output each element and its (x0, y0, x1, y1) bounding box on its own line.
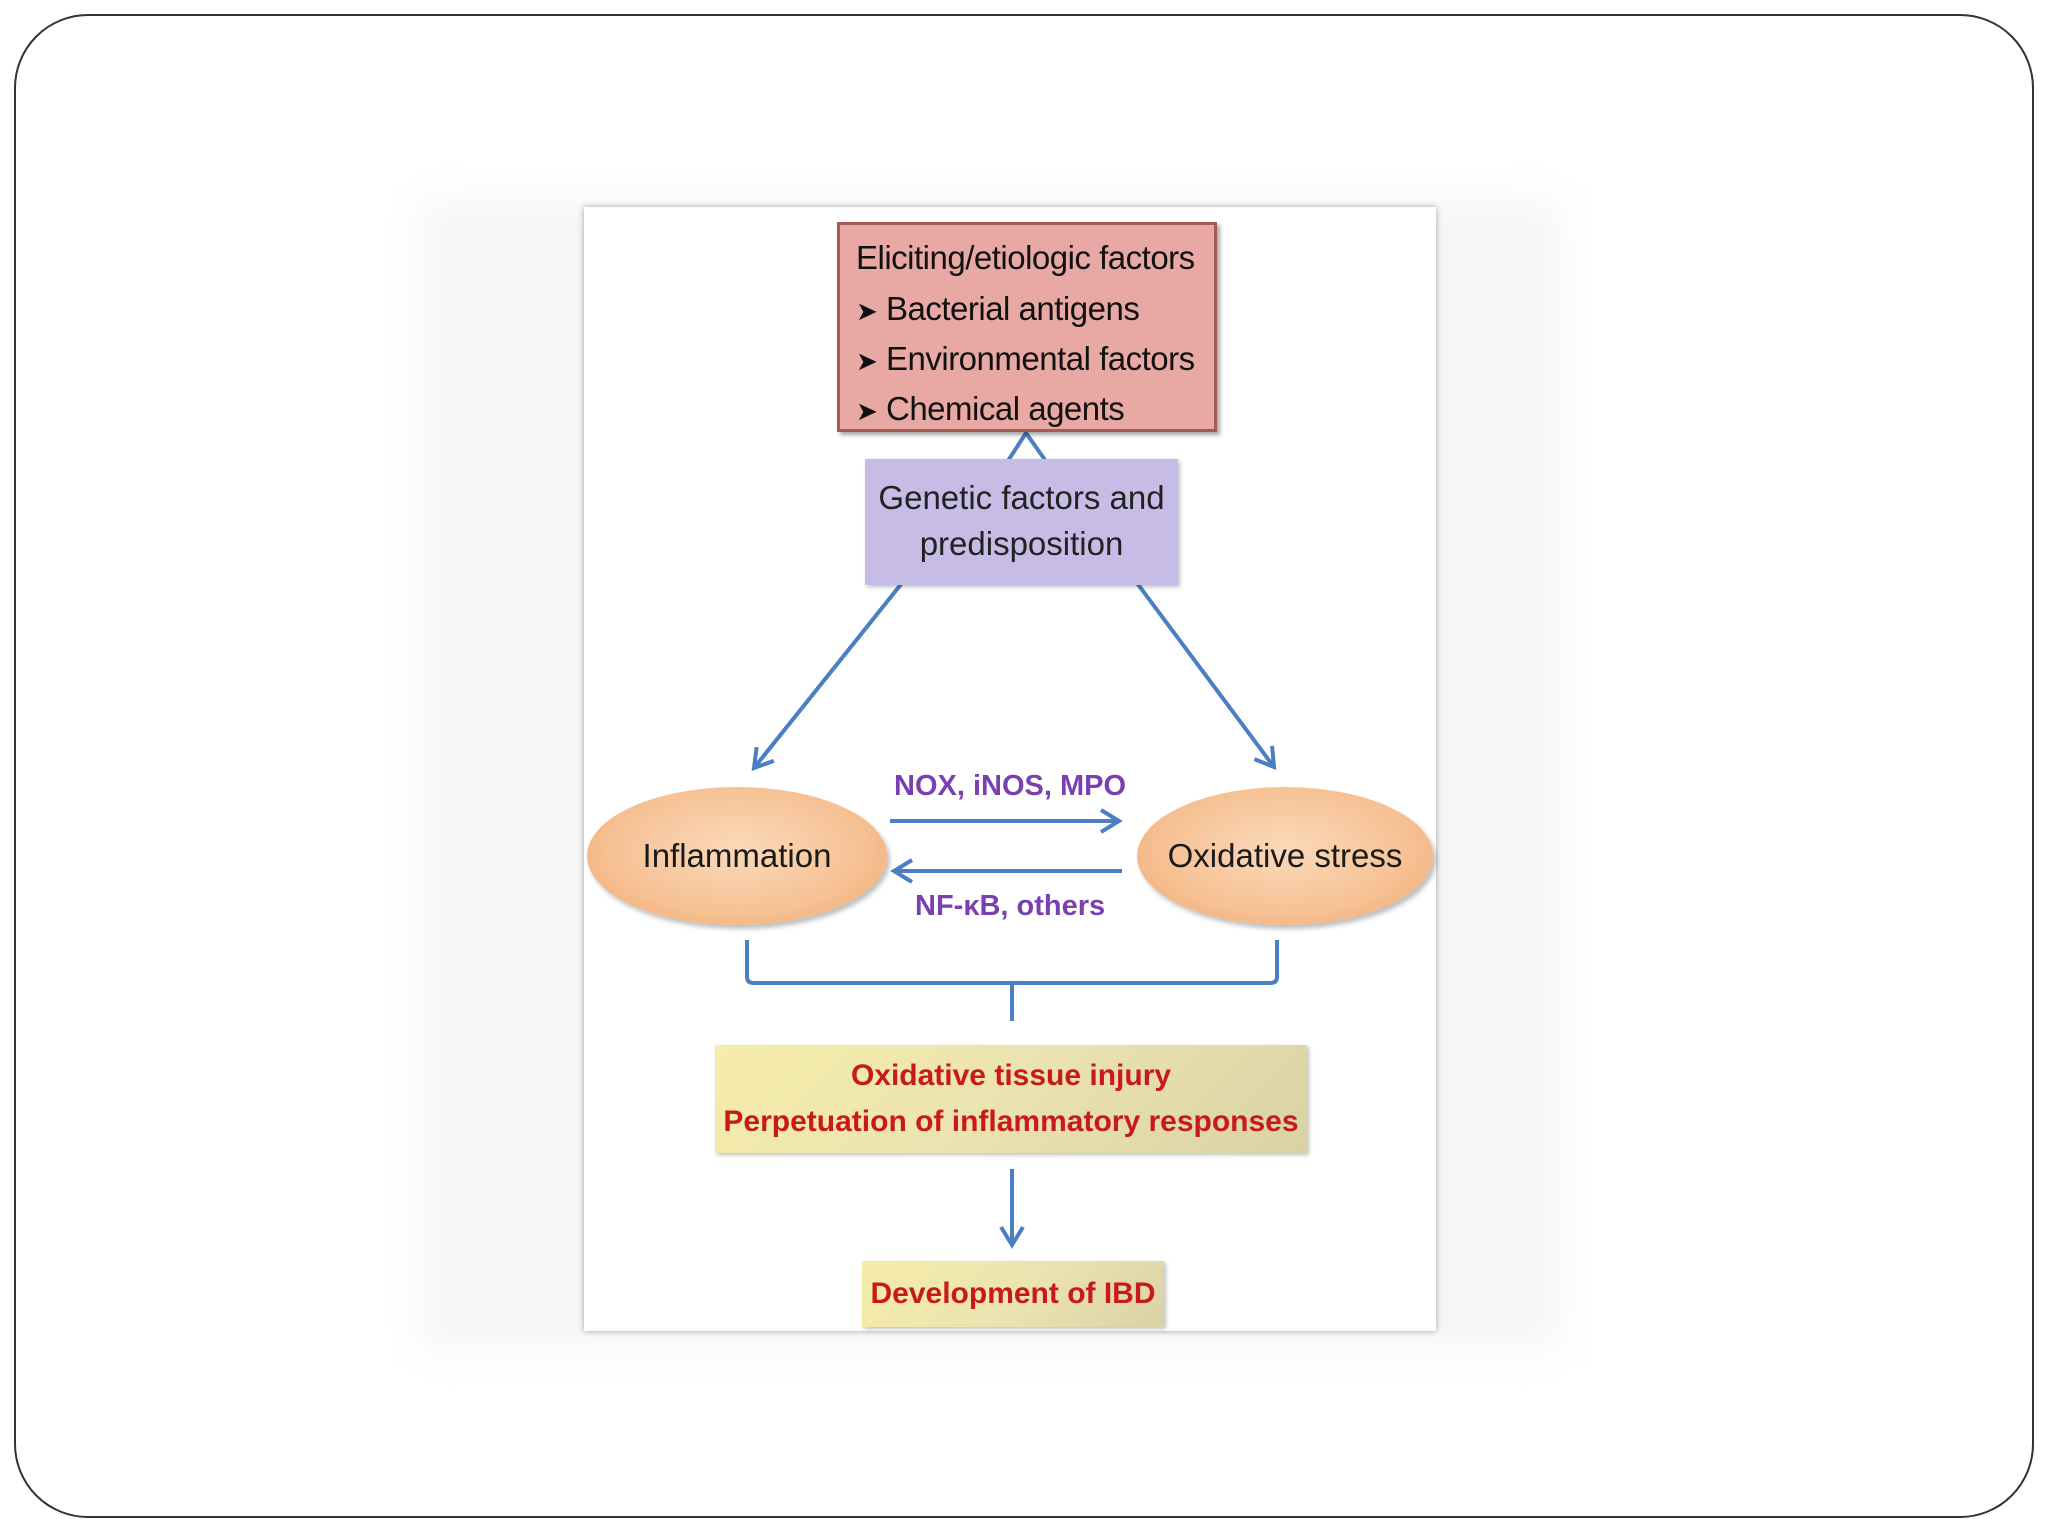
forward-mediator-label: NOX, iNOS, MPO (894, 770, 1127, 802)
genetic-to-inflammation-arrow (751, 581, 904, 771)
merge-bracket (745, 940, 1279, 985)
outcome-box: Oxidative tissue injury Perpetuation of … (715, 1045, 1307, 1153)
arrow-bullet-icon: ➤ (856, 346, 878, 376)
oxidative-stress-node: Oxidative stress (1137, 787, 1433, 925)
factor-item-label: Environmental factors (886, 340, 1195, 377)
genetic-factors-line1: Genetic factors and (878, 479, 1165, 516)
factor-item: ➤ Environmental factors (856, 340, 1214, 378)
factor-item: ➤ Bacterial antigens (856, 290, 1214, 328)
genetic-factors-line2: predisposition (919, 525, 1124, 562)
factor-item: ➤ Chemical agents (856, 390, 1214, 428)
genetic-factors-box: Genetic factors and predisposition (865, 459, 1178, 585)
arrow-bullet-icon: ➤ (856, 296, 878, 326)
etiologic-factors-box: Eliciting/etiologic factors ➤ Bacterial a… (837, 222, 1217, 432)
ibd-pathogenesis-diagram: Eliciting/etiologic factors ➤ Bacterial a… (584, 207, 1436, 1331)
factor-item-label: Chemical agents (886, 390, 1125, 427)
outcome-line1: Oxidative tissue injury (850, 1059, 1172, 1092)
arrow-bullet-icon: ➤ (856, 396, 878, 426)
outcome-line2: Perpetuation of inflammatory responses (723, 1105, 1299, 1138)
backward-mediator-label: NF-κB, others (915, 890, 1106, 922)
oxidative-stress-label: Oxidative stress (1167, 837, 1403, 874)
etiologic-factors-title: Eliciting/etiologic factors (856, 239, 1195, 276)
factor-item-label: Bacterial antigens (886, 290, 1140, 327)
genetic-to-factors-arrow (1002, 429, 1052, 469)
inflammation-node: Inflammation (587, 787, 887, 925)
connector-arrows (745, 429, 1279, 1249)
ibd-development-label: Development of IBD (870, 1277, 1156, 1310)
ibd-development-box: Development of IBD (862, 1261, 1164, 1327)
inflammation-label: Inflammation (642, 837, 832, 874)
genetic-to-oxidative-arrow (1135, 581, 1277, 771)
